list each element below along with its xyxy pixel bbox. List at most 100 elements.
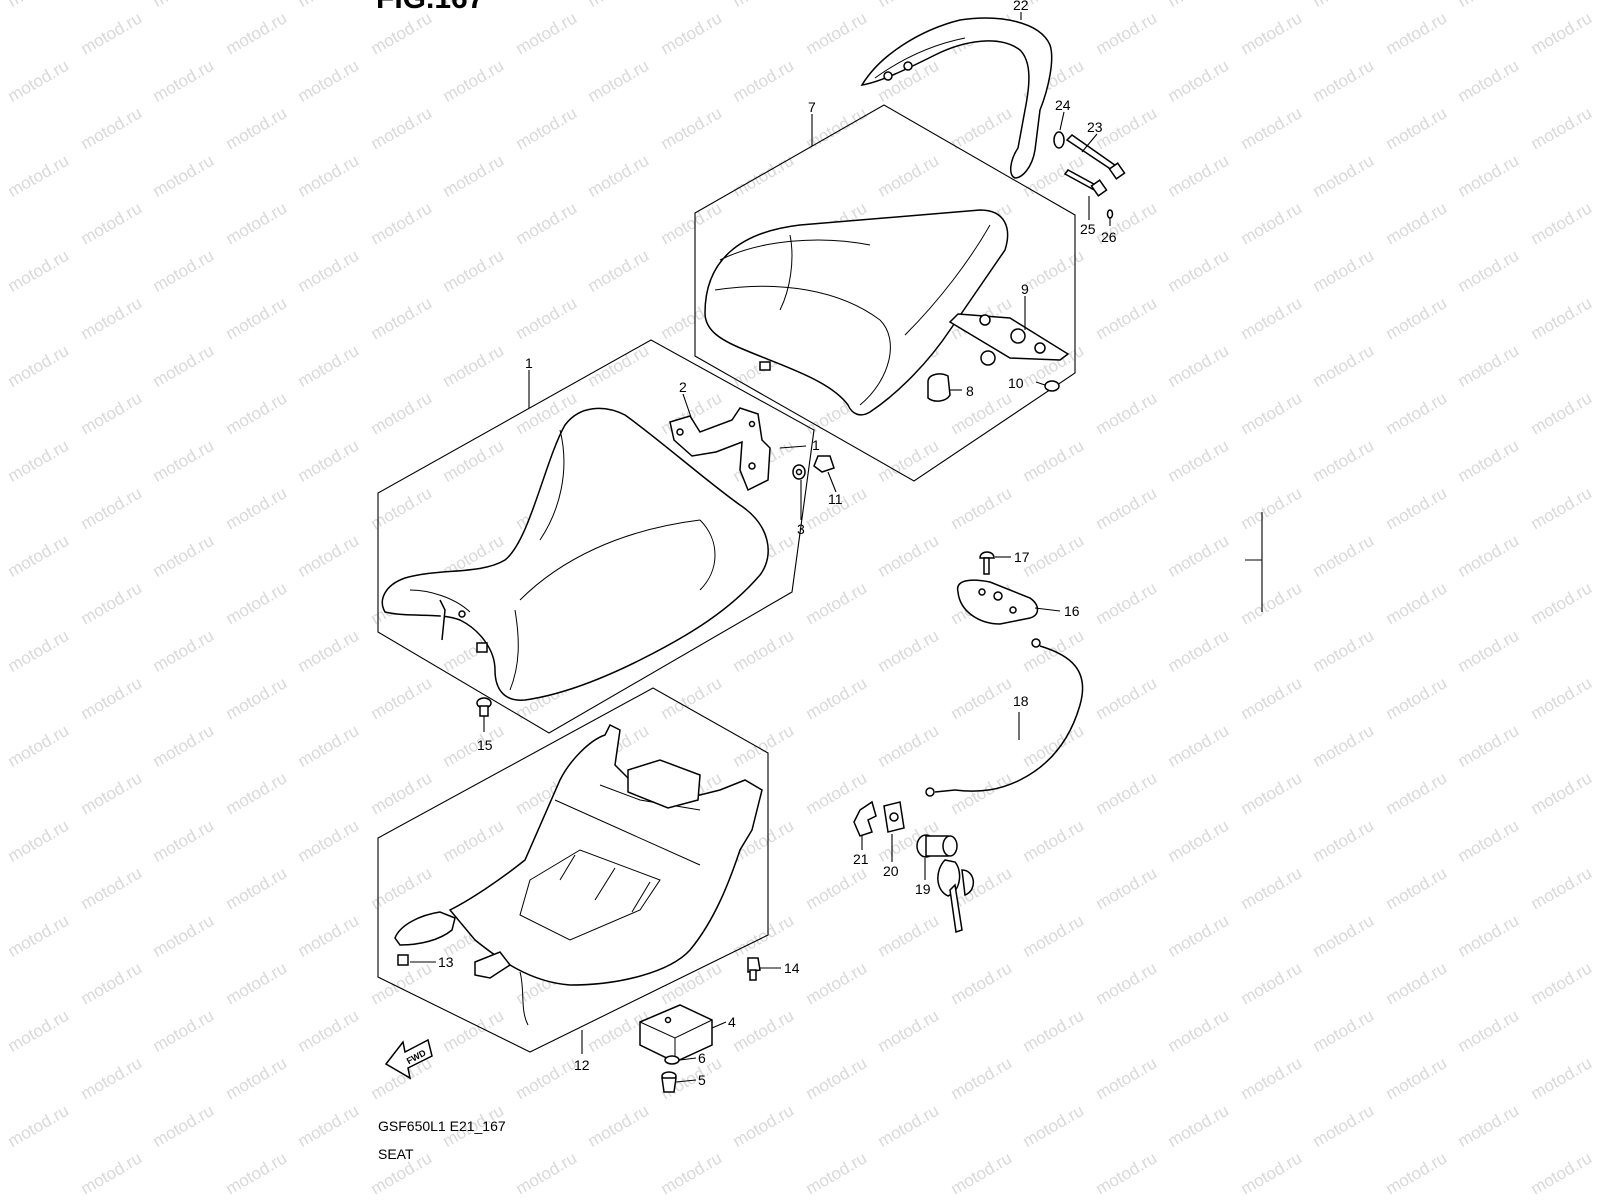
watermark-text: motod.ru xyxy=(295,1006,363,1056)
watermark-text: motod.ru xyxy=(513,1148,581,1198)
watermark-text: motod.ru xyxy=(78,103,146,153)
watermark-text: motod.ru xyxy=(150,436,218,486)
watermark-text: motod.ru xyxy=(368,768,436,818)
watermark-text: motod.ru xyxy=(368,673,436,723)
watermark-text: motod.ru xyxy=(1165,246,1233,296)
watermark-text: motod.ru xyxy=(1455,1101,1523,1151)
watermark-text: motod.ru xyxy=(5,0,73,11)
callout-4: 4 xyxy=(728,1014,736,1030)
watermark-text: motod.ru xyxy=(1238,578,1306,628)
watermark-text: motod.ru xyxy=(1528,578,1596,628)
passenger-seat-box xyxy=(694,104,1076,482)
watermark-text: motod.ru xyxy=(368,293,436,343)
watermark-text: motod.ru xyxy=(803,1148,871,1198)
watermark-text: motod.ru xyxy=(223,863,291,913)
watermark-text: motod.ru xyxy=(78,388,146,438)
watermark-text: motod.ru xyxy=(1093,483,1161,533)
watermark-text: motod.ru xyxy=(223,1148,291,1198)
watermark-text: motod.ru xyxy=(1165,151,1233,201)
watermark-text: motod.ru xyxy=(1020,816,1088,866)
callout-26: 26 xyxy=(1101,229,1117,245)
grab-bar-bolts xyxy=(1053,131,1126,219)
watermark-text: motod.ru xyxy=(730,1006,798,1056)
key-cylinder-assembly xyxy=(853,800,974,933)
watermark-text: motod.ru xyxy=(1310,151,1378,201)
callout-5: 5 xyxy=(698,1072,706,1088)
watermark-text: motod.ru xyxy=(295,436,363,486)
callout-17: 17 xyxy=(1014,549,1030,565)
watermark-text: motod.ru xyxy=(1455,626,1523,676)
watermark-text: motod.ru xyxy=(223,958,291,1008)
fwd-arrow: FWD xyxy=(384,1038,433,1080)
watermark-text: motod.ru xyxy=(875,626,943,676)
watermark-text: motod.ru xyxy=(730,151,798,201)
watermark-text: motod.ru xyxy=(513,293,581,343)
callout-2: 2 xyxy=(679,379,687,395)
watermark-text: motod.ru xyxy=(513,1053,581,1103)
watermark-text: motod.ru xyxy=(1310,246,1378,296)
model-code: GSF650L1 E21_167 xyxy=(378,1118,506,1134)
watermark-text: motod.ru xyxy=(1310,1006,1378,1056)
seat-lock-cable xyxy=(925,638,1084,797)
watermark-text: motod.ru xyxy=(440,816,508,866)
watermark-text: motod.ru xyxy=(1310,1101,1378,1151)
watermark-text: motod.ru xyxy=(78,768,146,818)
watermark-text: motod.ru xyxy=(440,246,508,296)
watermark-text: motod.ru xyxy=(1455,56,1523,106)
watermark-text: motod.ru xyxy=(150,151,218,201)
watermark-text: motod.ru xyxy=(78,958,146,1008)
watermark-text: motod.ru xyxy=(1165,911,1233,961)
watermark-text: motod.ru xyxy=(948,673,1016,723)
watermark-text: motod.ru xyxy=(875,1101,943,1151)
watermark-text: motod.ru xyxy=(1528,768,1596,818)
callout-1: 1 xyxy=(525,355,533,371)
watermark-text: motod.ru xyxy=(585,341,653,391)
watermark-text: motod.ru xyxy=(1528,673,1596,723)
watermark-text: motod.ru xyxy=(658,1148,726,1198)
watermark-text: motod.ru xyxy=(1093,8,1161,58)
watermark-text: motod.ru xyxy=(1165,531,1233,581)
watermark-text: motod.ru xyxy=(1093,958,1161,1008)
watermark-text: motod.ru xyxy=(1383,673,1451,723)
watermark-text: motod.ru xyxy=(5,436,73,486)
watermark-text: motod.ru xyxy=(368,8,436,58)
watermark-text: motod.ru xyxy=(585,151,653,201)
watermark-text: motod.ru xyxy=(440,341,508,391)
watermark-text: motod.ru xyxy=(1093,1148,1161,1198)
watermark-text: motod.ru xyxy=(948,1053,1016,1103)
callout-21: 21 xyxy=(853,851,869,867)
watermark-text: motod.ru xyxy=(1093,863,1161,913)
callout-13: 13 xyxy=(438,954,454,970)
watermark-text: motod.ru xyxy=(368,388,436,438)
watermark-text: motod.ru xyxy=(875,436,943,486)
watermark-text: motod.ru xyxy=(1165,0,1233,11)
watermark-text: motod.ru xyxy=(1455,721,1523,771)
watermark-text: motod.ru xyxy=(1020,721,1088,771)
rider-seat-bracket xyxy=(669,407,771,492)
watermark-text: motod.ru xyxy=(5,626,73,676)
callout-15: 15 xyxy=(477,737,493,753)
watermark-text: motod.ru xyxy=(223,293,291,343)
callout-10: 10 xyxy=(1008,375,1024,391)
callout-8: 8 xyxy=(966,383,974,399)
watermark-text: motod.ru xyxy=(1528,198,1596,248)
watermark-text: motod.ru xyxy=(1310,911,1378,961)
watermark-text: motod.ru xyxy=(5,1006,73,1056)
watermark-text: motod.ru xyxy=(585,1101,653,1151)
passenger-seat xyxy=(704,209,1009,416)
watermark-text: motod.ru xyxy=(875,531,943,581)
watermark-text: motod.ru xyxy=(295,911,363,961)
callout-24: 24 xyxy=(1055,97,1071,113)
watermark-text: motod.ru xyxy=(1238,388,1306,438)
watermark-text: motod.ru xyxy=(513,198,581,248)
watermark-text: motod.ru xyxy=(440,436,508,486)
watermark-text: motod.ru xyxy=(875,721,943,771)
watermark-text: motod.ru xyxy=(1020,911,1088,961)
watermark-text: motod.ru xyxy=(1528,958,1596,1008)
watermark-text: motod.ru xyxy=(730,1101,798,1151)
watermark-text: motod.ru xyxy=(1383,483,1451,533)
watermark-text: motod.ru xyxy=(150,341,218,391)
watermark-text: motod.ru xyxy=(1383,198,1451,248)
watermark-text: motod.ru xyxy=(1020,0,1088,11)
watermark-text: motod.ru xyxy=(1238,1053,1306,1103)
